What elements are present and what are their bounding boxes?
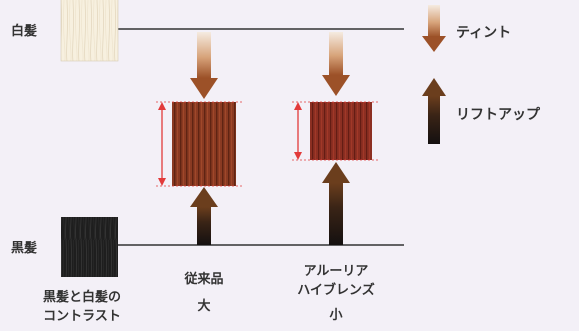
legend-tint-label: ティント — [456, 25, 512, 41]
conventional-size: 大 — [197, 299, 211, 314]
white-hair-label: 白髪 — [11, 24, 38, 39]
conventional-lift-arrow — [190, 187, 218, 245]
legend-lift-label: リフトアップ — [456, 107, 540, 123]
product-name-line2: ハイブレンズ — [297, 283, 375, 298]
contrast-label: 黒髪と白髪の コントラスト — [28, 288, 136, 326]
conventional-range-marker — [156, 101, 244, 187]
product-label: アルーリア ハイブレンズ 小 — [285, 262, 387, 325]
product-lift-arrow — [322, 162, 350, 245]
conventional-color-swatch — [172, 102, 236, 186]
product-name-line1: アルーリア — [303, 264, 369, 279]
black-hair-swatch — [61, 217, 118, 277]
white-hair-swatch — [60, 0, 119, 62]
contrast-label-line2: コントラスト — [43, 309, 121, 324]
product-color-swatch — [310, 102, 372, 160]
contrast-label-line1: 黒髪と白髪の — [42, 290, 121, 305]
conventional-name: 従来品 — [184, 272, 224, 287]
black-hair-label: 黒髪 — [11, 241, 38, 256]
conventional-tint-arrow — [190, 32, 218, 99]
product-size: 小 — [329, 308, 343, 323]
product-range-marker — [292, 101, 380, 161]
conventional-label: 従来品 大 — [166, 270, 242, 316]
legend-lift-arrow — [422, 78, 446, 144]
legend-tint-arrow — [422, 5, 446, 52]
product-tint-arrow — [322, 32, 350, 96]
